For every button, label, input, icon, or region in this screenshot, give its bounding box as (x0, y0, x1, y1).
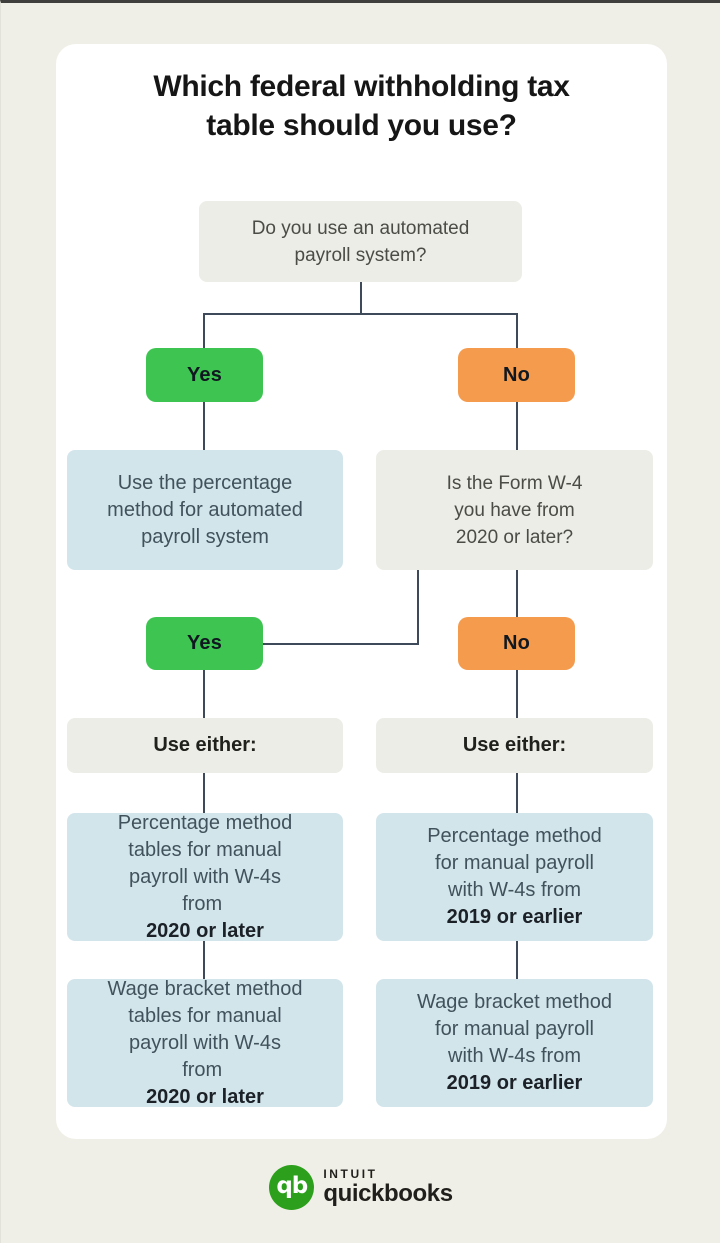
option-line: Percentage method (117, 811, 293, 834)
result-automated-percentage-method: Use the percentage method for automated … (67, 450, 343, 570)
option-line-emphasis: 2019 or earlier (446, 1072, 583, 1094)
option-percentage-method-2019: Percentage method for manual payroll wit… (376, 813, 653, 941)
page-title: Which federal withholding tax table shou… (56, 67, 667, 145)
option-line: for manual payroll (435, 852, 594, 874)
intuit-wordmark: INTUIT (323, 1167, 378, 1181)
connector-useeither-left-down (203, 773, 205, 813)
result-automated-line1: Use the percentage (117, 471, 293, 494)
connector-useeither-right-down (516, 773, 518, 813)
quickbooks-wordmark: quickbooks (323, 1180, 453, 1207)
result-automated-line2: method for automated (107, 498, 303, 521)
option-wage-bracket-2019: Wage bracket method for manual payroll w… (376, 979, 653, 1107)
quickbooks-logo-icon: qb (269, 1165, 315, 1210)
page-title-line1: Which federal withholding tax (153, 70, 570, 103)
no-badge-1: No (458, 348, 575, 402)
option-percentage-method-2020: Percentage method tables for manual payr… (67, 811, 343, 942)
yes-badge-1: Yes (146, 348, 263, 402)
use-either-right: Use either: (376, 718, 653, 773)
connector-q2-left-stem (417, 570, 419, 645)
option-line: payroll with W-4s (129, 1031, 281, 1054)
quickbooks-monogram: qb (276, 1173, 308, 1199)
option-line: with W-4s from (448, 879, 581, 901)
question-w4-line3: 2020 or later? (455, 526, 574, 548)
option-line: Wage bracket method (417, 991, 612, 1013)
question-automated-line2: payroll system? (294, 244, 427, 266)
option-line: tables for manual (128, 1004, 282, 1027)
connector-left-options (203, 941, 205, 979)
option-line: payroll with W-4s (129, 865, 281, 888)
connector-right-options (516, 941, 518, 979)
option-line: with W-4s from (448, 1045, 581, 1067)
option-line: Percentage method (427, 825, 602, 847)
use-either-left: Use either: (67, 718, 343, 773)
connector-q1-stem (360, 282, 362, 315)
question-automated-line1: Do you use an automated (251, 217, 470, 239)
question-w4-year: Is the Form W-4 you have from 2020 or la… (376, 450, 653, 570)
question-automated-payroll: Do you use an automated payroll system? (199, 201, 522, 282)
connector-branch2-horizontal (263, 643, 419, 645)
no-badge-2: No (458, 617, 575, 670)
option-wage-bracket-2020: Wage bracket method tables for manual pa… (67, 977, 343, 1108)
option-line: Wage bracket method (107, 977, 303, 1000)
option-line-emphasis: 2019 or earlier (446, 906, 583, 928)
option-line: tables for manual (128, 838, 282, 861)
connector-yes2-down (203, 670, 205, 718)
yes-badge-2: Yes (146, 617, 263, 670)
page-title-line2: table should you use? (206, 109, 517, 142)
brand-wordmark: INTUIT quickbooks (323, 1167, 453, 1208)
footer-brand: qb INTUIT quickbooks (1, 1165, 720, 1210)
connector-branch1-horizontal (203, 313, 518, 315)
result-automated-line3: payroll system (141, 525, 269, 548)
option-line: for manual payroll (435, 1018, 594, 1040)
question-w4-line2: you have from (454, 499, 575, 521)
question-w4-line1: Is the Form W-4 (446, 472, 583, 494)
